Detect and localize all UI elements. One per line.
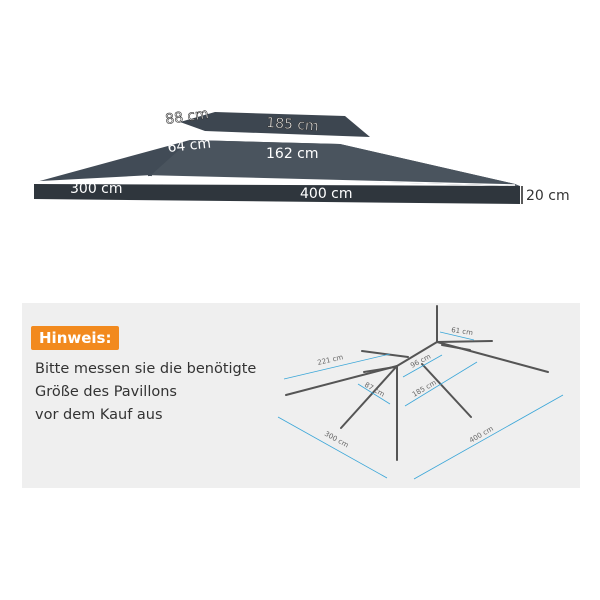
dim-valance-height: 20 cm (526, 188, 570, 204)
dimension-lines (277, 331, 564, 480)
dim-mid-depth: 64 cm (167, 136, 212, 156)
dim-221: 221 cm (317, 353, 345, 367)
dim-base-depth: 300 cm (70, 181, 123, 197)
canopy-illustration: 88 cm 185 cm 64 cm 162 cm 300 cm 400 cm … (34, 106, 570, 204)
dim-mid-width: 162 cm (266, 146, 319, 162)
notice-line: Größe des Pavillons (35, 384, 177, 400)
canopy-base-trim-front (151, 175, 516, 186)
dim-top-depth: 88 cm (164, 106, 209, 128)
notice-text: Bitte messen sie die benötigte Größe des… (35, 358, 256, 427)
canopy-front-face (150, 140, 515, 184)
canopy-base-trim (35, 175, 149, 183)
dim-61: 61 cm (451, 326, 474, 337)
notice-line: Bitte messen sie die benötigte (35, 361, 257, 377)
notice-badge: Hinweis: (31, 326, 120, 350)
dim-400: 400 cm (468, 425, 495, 445)
canopy-top-trim (174, 130, 363, 139)
canopy-top-tier (180, 112, 370, 137)
dim-300: 300 cm (323, 430, 350, 450)
canopy-valance (34, 184, 520, 204)
frame-diagram: 221 cm 61 cm 96 cm 87 cm 185 cm 300 cm 4… (277, 305, 564, 480)
frame-poles (285, 305, 549, 461)
dim-top-width: 185 cm (266, 115, 320, 135)
dim-base-width: 400 cm (300, 186, 353, 202)
dim-87: 87 cm (363, 381, 386, 399)
notice-line: vor dem Kauf aus (35, 407, 163, 423)
